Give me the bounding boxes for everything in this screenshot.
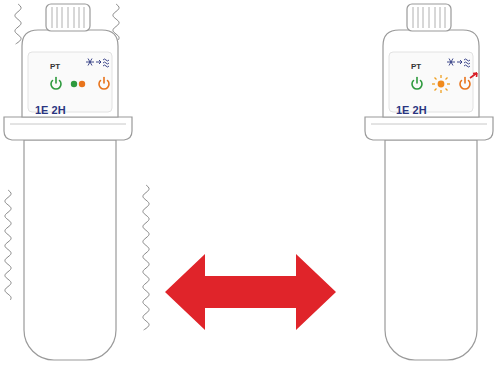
device-unit: PT 1E 2H [363,2,495,364]
setting-label: 1E 2H [396,105,427,116]
vibration-wave [143,185,149,330]
double-arrow [165,254,336,330]
device-unit: PT 1E 2H [2,2,138,364]
model-label: PT [411,63,421,71]
vibration-wave [5,190,11,300]
setting-label: 1E 2H [35,105,66,116]
vibration-wave [113,4,119,40]
vibration-wave [15,4,21,44]
model-label: PT [50,63,60,71]
